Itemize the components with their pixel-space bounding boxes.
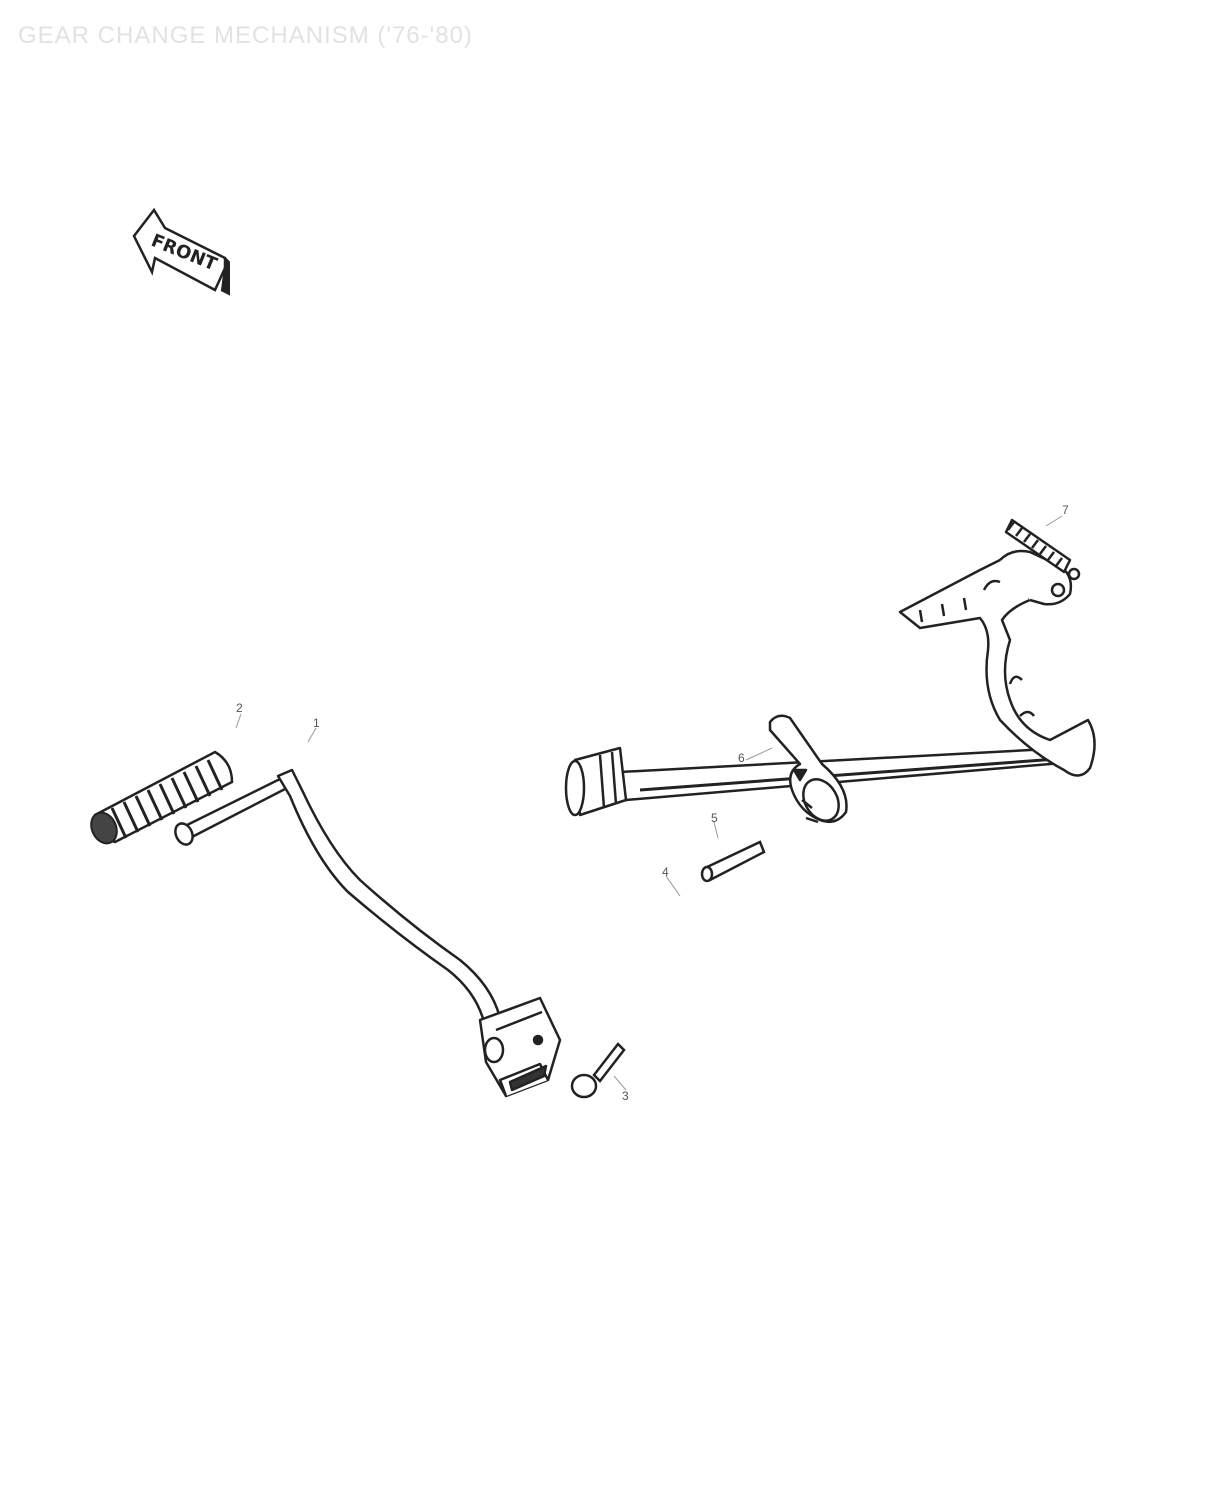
front-arrow-icon: FRONT [132,207,230,296]
shift-mechanism-arm [898,518,1096,777]
shift-arm-collar [768,714,848,824]
callout-2: 2 [236,701,243,715]
shift-shaft [564,746,1076,817]
callout-labels: 2 1 7 6 5 4 3 [236,503,1069,1103]
callout-5: 5 [711,811,718,825]
callout-7: 7 [1062,503,1069,517]
callout-1: 1 [313,716,320,730]
dowel-pin [700,840,766,883]
gear-shift-pedal [174,768,562,1098]
pinch-bolt [570,1042,626,1099]
callout-3: 3 [622,1089,629,1103]
pedal-rubber [90,750,234,845]
callout-6: 6 [738,751,745,765]
leader-lines [235,515,1063,1091]
callout-4: 4 [662,865,669,879]
diagram-title: GEAR CHANGE MECHANISM ('76-'80) [18,22,473,49]
